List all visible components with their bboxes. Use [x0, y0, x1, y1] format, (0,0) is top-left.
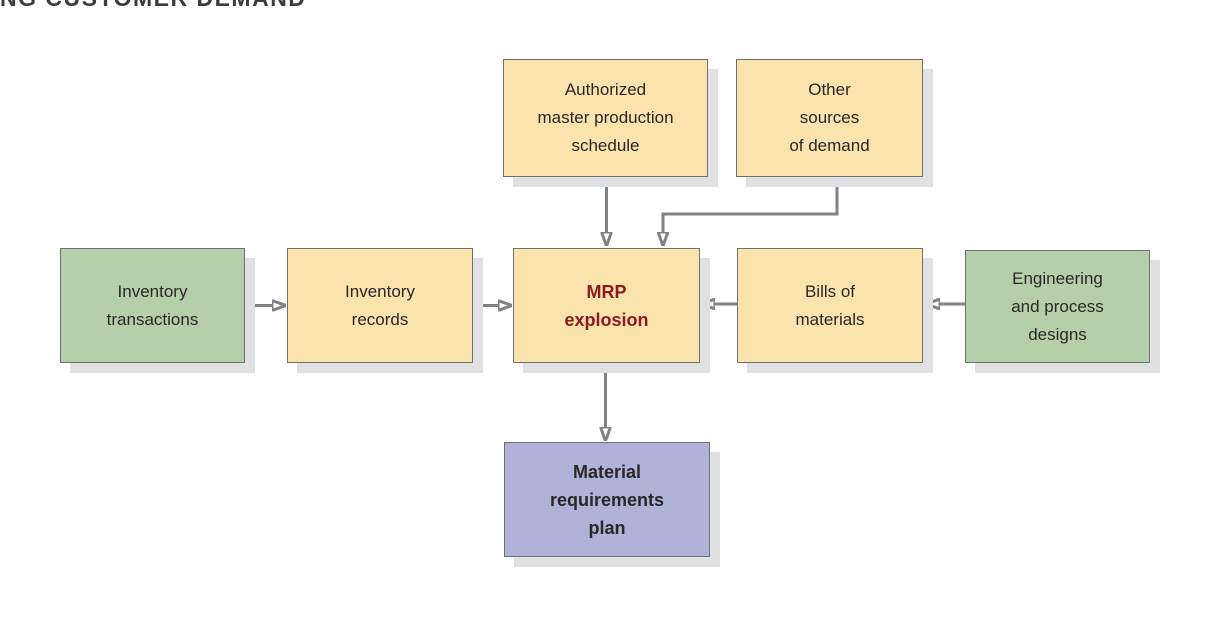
box-label: Inventory records	[345, 281, 415, 329]
box-label: Authorized master production schedule	[537, 80, 674, 155]
arrow-other-sources-to-mrp	[663, 177, 839, 233]
box-inventory-transactions: Inventory transactions	[60, 248, 245, 363]
box-bills-of-materials: Bills of materials	[737, 248, 923, 363]
box-label: Bills of materials	[795, 281, 865, 329]
box-mrp-explosion: MRP explosion	[513, 248, 700, 363]
clipped-page-heading: NG CUSTOMER DEMAND	[0, 0, 306, 12]
box-label: Other sources of demand	[789, 80, 870, 155]
box-engineering-and-process-designs: Engineering and process designs	[965, 250, 1150, 363]
box-authorized-master-production-schedule: Authorized master production schedule	[503, 59, 708, 177]
box-label: Inventory transactions	[106, 281, 199, 329]
box-label: Material requirements plan	[549, 461, 665, 538]
box-other-sources-of-demand: Other sources of demand	[736, 59, 923, 177]
box-label: Engineering and process designs	[1011, 268, 1104, 344]
box-inventory-records: Inventory records	[287, 248, 473, 363]
box-material-requirements-plan: Material requirements plan	[504, 442, 710, 557]
box-label: MRP explosion	[564, 281, 649, 330]
